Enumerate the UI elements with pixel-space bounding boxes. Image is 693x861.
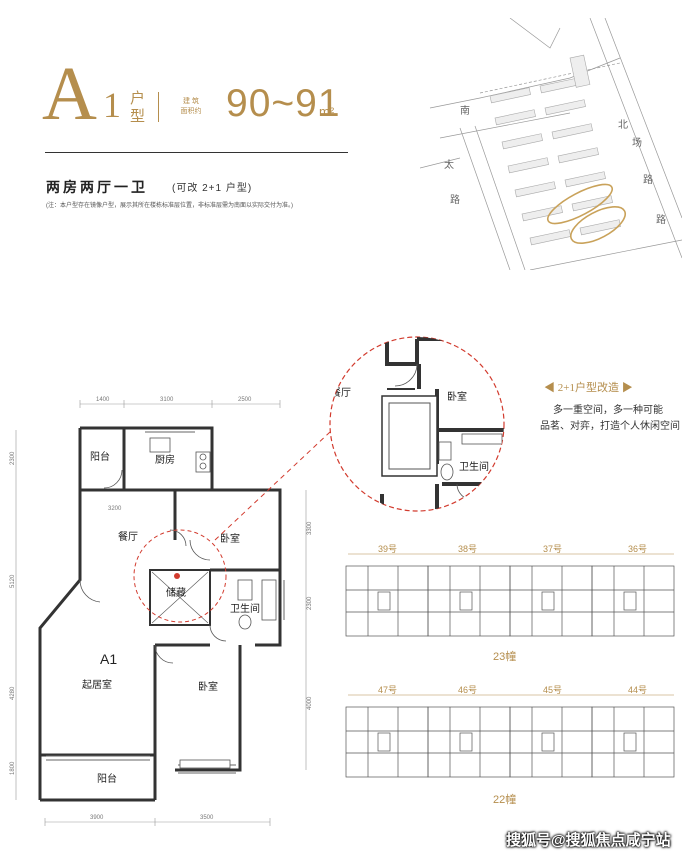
road-label: 路 [656,213,666,226]
zoom-detail: 餐厅 卧室 卫生间 [329,336,505,512]
dim-left: 4280 [10,686,16,700]
highlight-ring-22 [570,206,626,244]
building-22-plan [345,706,675,778]
zoom-bedroom: 卧室 [447,390,467,403]
unit-letter: A [42,52,97,136]
road-label: 场 [632,136,642,149]
road-label: 南 [460,104,470,117]
road-label: 太 [444,158,454,171]
dim-top: 1400 [96,397,110,403]
area-label-line1: 建 筑 [183,98,199,105]
room-balcony-top: 阳台 [90,450,110,463]
room-kitchen: 厨房 [155,453,175,466]
building-23-plan [345,565,675,637]
unit-hu-label: 户 [130,90,146,107]
room-bedroom-bottom: 卧室 [198,680,218,693]
room-bathroom: 卫生间 [230,602,260,615]
unit-xing-label: 型 [130,108,146,125]
dim-inner: 3200 [108,506,122,512]
renovation-line-1: 多一重空间，多一种可能 [553,405,663,416]
room-bedroom-top: 卧室 [220,532,240,545]
building-23-label: 23幢 [493,649,516,663]
room-dining: 餐厅 [118,530,138,543]
header-divider [158,92,159,122]
room-living: 起居室 [82,678,112,691]
building-23-unit: 36号 [628,544,647,554]
area-label-line2: 面积约 [180,108,202,115]
area-label: 建 筑 面积约 [176,97,206,117]
header-rule [45,152,348,153]
area-value: 90~91 [226,82,341,125]
dim-top: 2500 [238,397,252,403]
highlight-ring-23 [546,183,614,225]
building-22-unit: 46号 [458,685,477,695]
building-22-unit: 47号 [378,685,397,695]
floor-plan-unit-label: A1 [100,651,117,667]
renovation-line-2: 品茗、对弈，打造个人休闲空间 [540,421,680,432]
area-unit: m² [319,104,335,119]
building-22-unit: 45号 [543,685,562,695]
building-23-unit: 39号 [378,544,397,554]
building-23-unit: 37号 [543,544,562,554]
road-label: 北 [618,119,628,131]
layout-subtitle: 两房两厅一卫 [46,179,148,195]
dim-bottom: 3900 [90,815,104,821]
watermark: 搜狐号@搜狐焦点咸宁站 [506,832,671,849]
building-22-unit: 44号 [628,685,647,695]
room-storage: 储藏 [166,586,186,599]
layout-subtitle-note: (可改 2+1 户型) [172,183,253,194]
unit-number: 1 [103,85,121,125]
building-22-label: 22幢 [493,792,516,806]
dim-top: 3100 [160,397,174,403]
storage-marker [174,573,180,579]
dim-bottom: 3500 [200,815,214,821]
road-label: 路 [450,193,460,206]
dim-left: 2300 [10,451,16,465]
renovation-title: ◀ 2+1户型改造 ▶ [544,382,633,394]
disclaimer-note: (注：本户型存在镜像户型，展示其所在楼栋标准层位置，非标准层需为南面以实际交付为… [46,203,293,209]
dim-right: 3300 [307,521,313,535]
building-plans: 39号 38号 37号 36号 23幢 47号 46号 45号 44号 22幢 [345,544,675,806]
dim-right: 4000 [307,696,313,710]
road-label: 路 [643,173,653,186]
zoom-source-circle [133,529,227,623]
zoom-bathroom: 卫生间 [459,460,489,473]
floor-plan: 1400 3100 2500 3900 3500 3200 2300 5120 … [10,397,313,826]
building-23-unit: 38号 [458,544,477,554]
dim-left: 1800 [10,761,16,775]
site-plan: 南 太 路 北 场 路 路 [420,18,682,270]
dim-right: 2300 [307,596,313,610]
room-balcony-bottom: 阳台 [97,772,117,785]
dim-left: 5120 [10,574,16,588]
